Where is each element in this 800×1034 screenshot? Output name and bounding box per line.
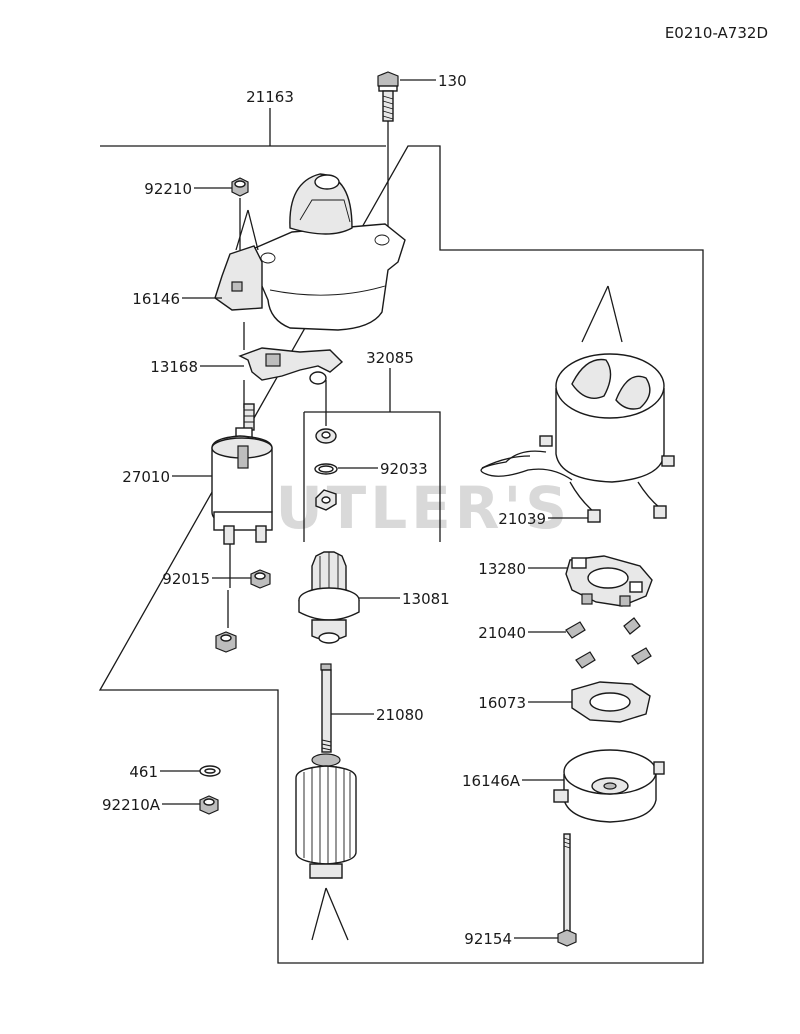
part-label-13081: 13081 xyxy=(402,590,450,608)
part-label-92210A: 92210A xyxy=(102,796,161,814)
part-label-16073: 16073 xyxy=(478,694,526,712)
part-label-27010: 27010 xyxy=(122,468,170,486)
part-label-32085: 32085 xyxy=(366,349,414,367)
armature-21080 xyxy=(295,663,357,941)
springs-21040 xyxy=(565,617,652,669)
part-label-13280: 13280 xyxy=(478,560,526,578)
part-labels: 130 21163 92210 16146 13168 32085 27010 … xyxy=(102,72,546,948)
part-label-21163: 21163 xyxy=(246,88,294,106)
pinion-13081 xyxy=(298,551,360,644)
part-label-16146A: 16146A xyxy=(462,772,521,790)
part-label-16146: 16146 xyxy=(132,290,180,308)
part-label-92033: 92033 xyxy=(380,460,428,478)
yoke-21039 xyxy=(480,285,675,523)
part-label-21080: 21080 xyxy=(376,706,424,724)
watermark-text: CUTLER'S xyxy=(229,474,571,542)
part-label-13168: 13168 xyxy=(150,358,198,376)
bolt-130 xyxy=(377,71,399,228)
nut-92210 xyxy=(231,177,249,250)
part-label-92210: 92210 xyxy=(144,180,192,198)
diagram-code: E0210-A732D xyxy=(665,24,768,42)
drive-housing-16146 xyxy=(214,173,406,331)
kit-32085 xyxy=(303,368,441,542)
part-label-21039: 21039 xyxy=(498,510,546,528)
assembly-outline xyxy=(98,145,704,964)
rear-bracket-16146A xyxy=(553,749,665,823)
callout-leaders xyxy=(160,79,588,939)
part-label-21040: 21040 xyxy=(478,624,526,642)
washer-461 xyxy=(199,765,221,777)
part-label-92015: 92015 xyxy=(162,570,210,588)
part-label-461: 461 xyxy=(129,763,158,781)
brush-holder-13280 xyxy=(565,555,653,607)
nuts-92015 xyxy=(215,569,271,653)
through-bolt-92154 xyxy=(557,833,577,947)
plate-16073 xyxy=(571,681,651,723)
part-label-92154: 92154 xyxy=(464,930,512,948)
part-label-130: 130 xyxy=(438,72,467,90)
lever-13168 xyxy=(238,322,344,408)
nut-92210A xyxy=(199,795,219,815)
solenoid-27010 xyxy=(211,403,273,588)
